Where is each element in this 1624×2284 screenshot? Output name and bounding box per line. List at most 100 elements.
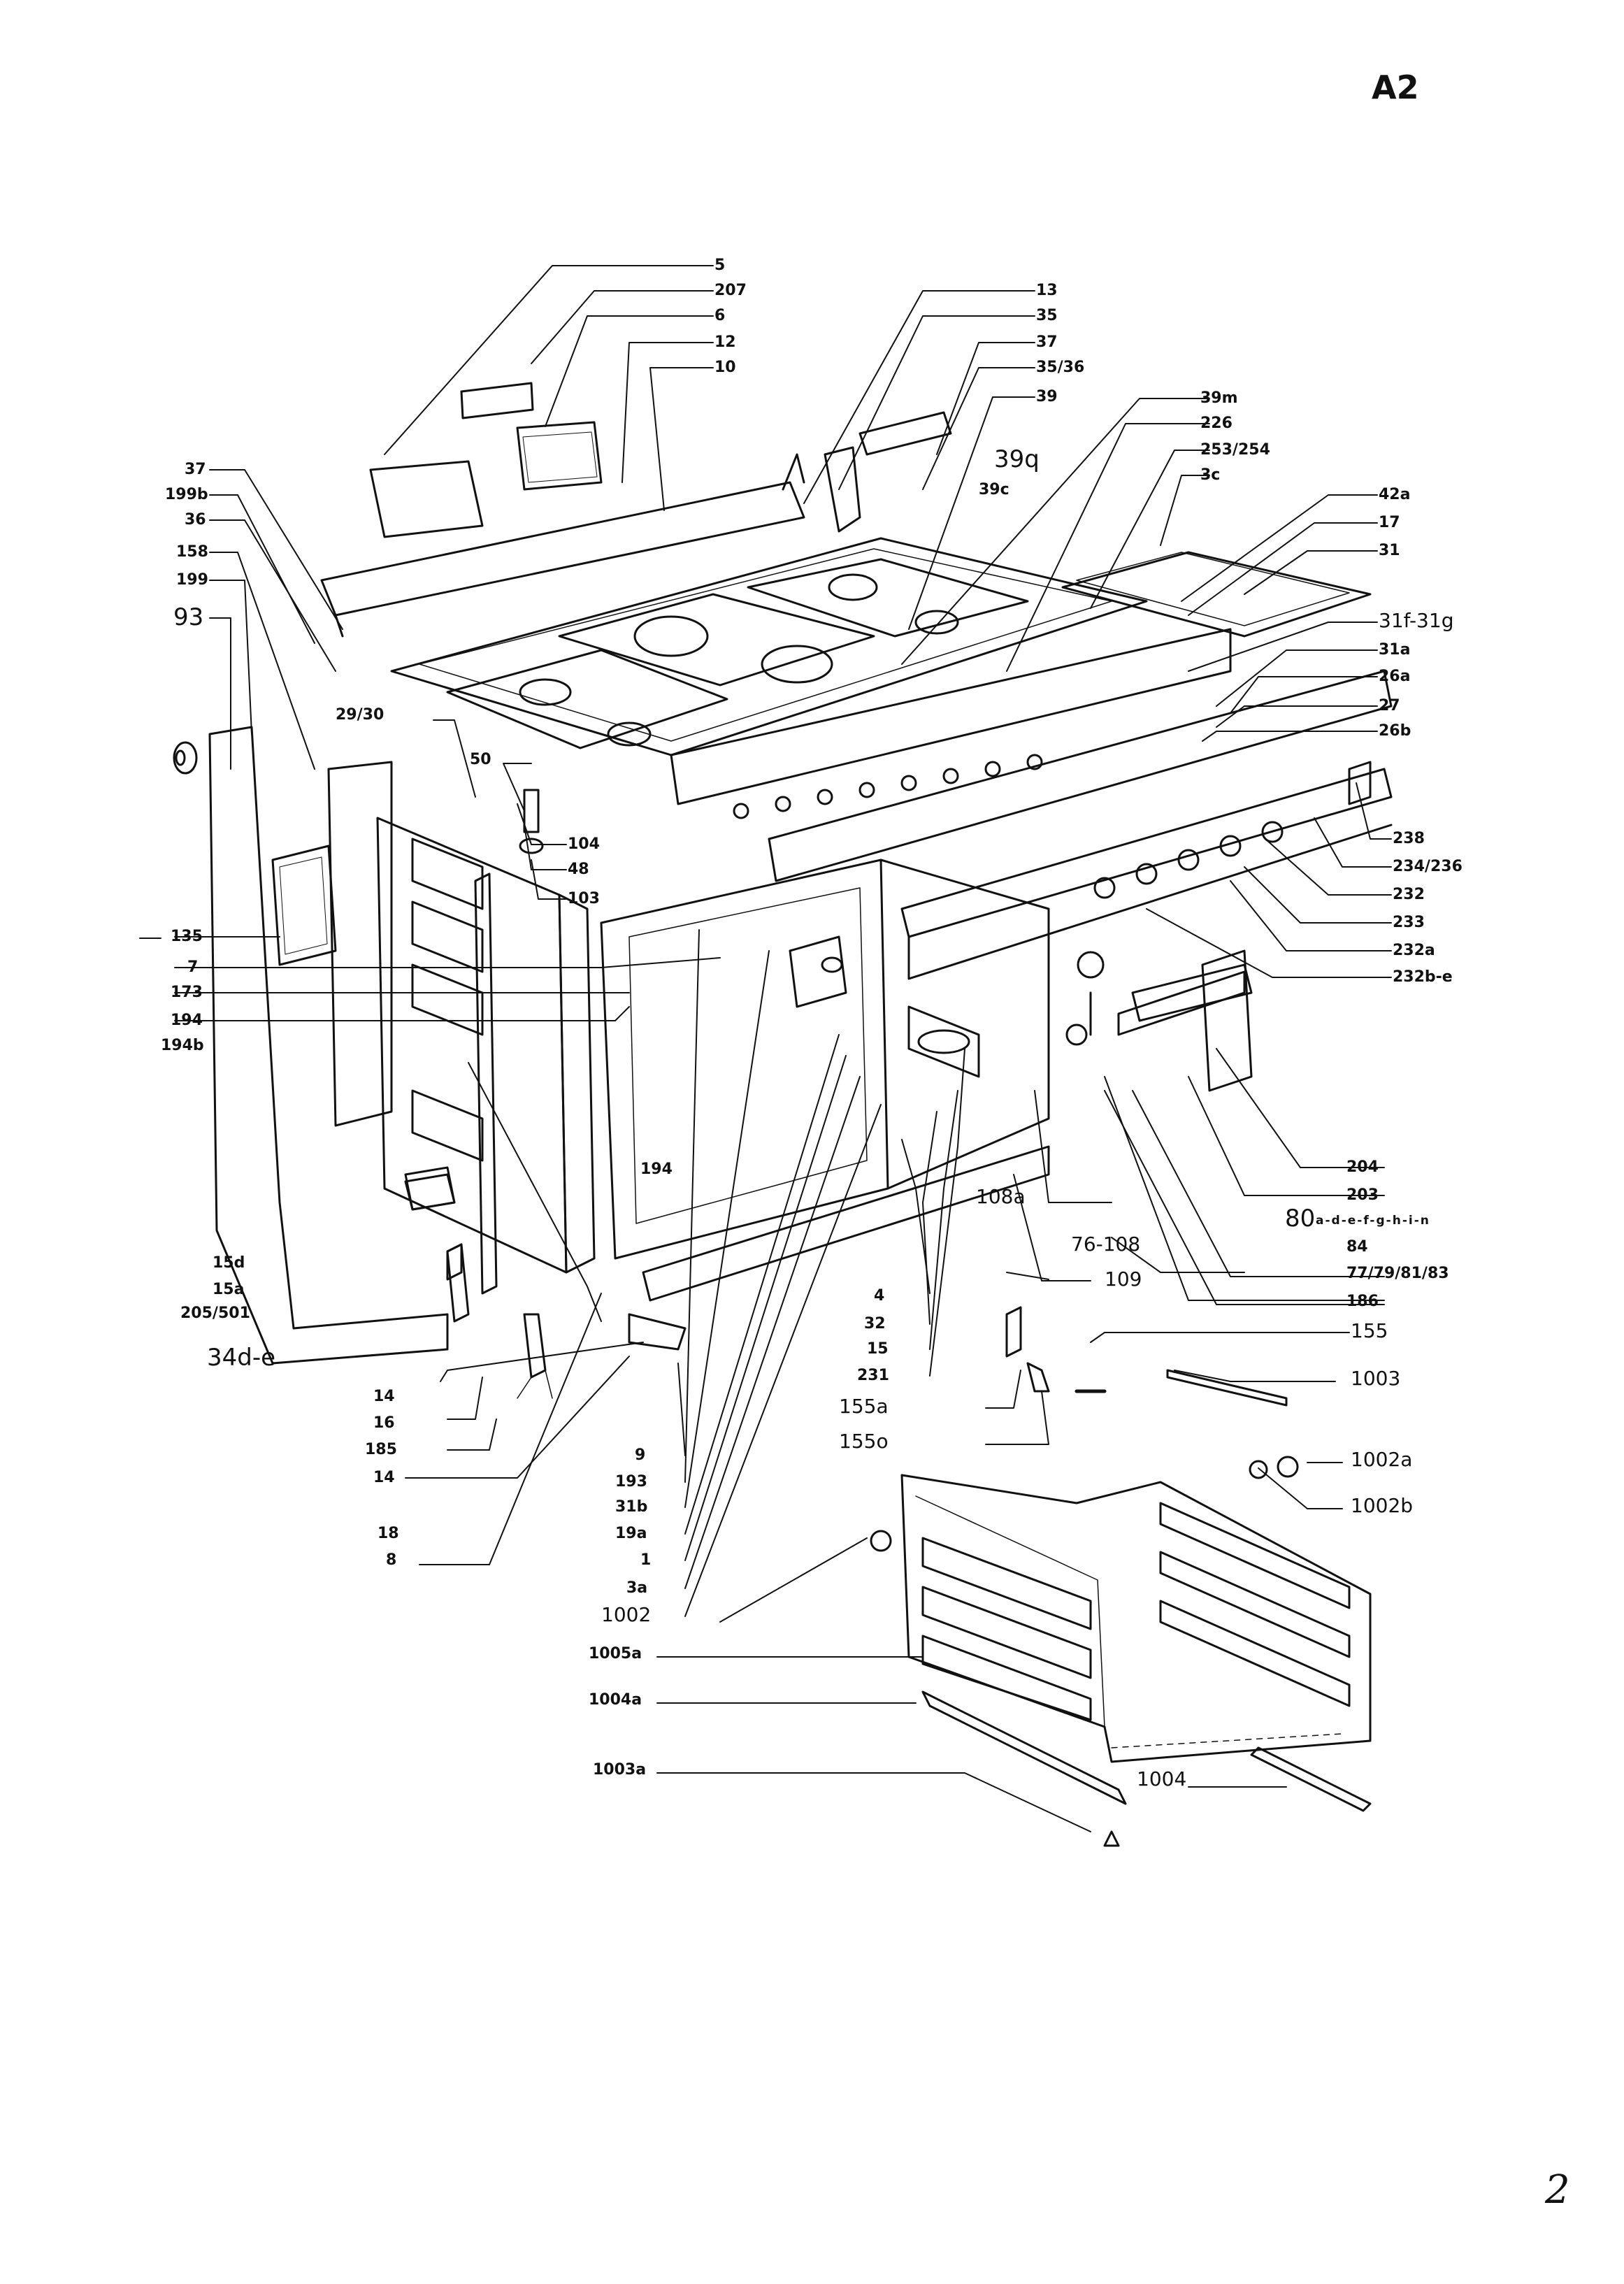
callout-76-108: 76-108 <box>1071 1233 1141 1256</box>
callout-31f-31g: 31f-31g <box>1379 609 1454 632</box>
callout-35-36: 35/36 <box>1036 359 1085 376</box>
callout-3a: 3a <box>626 1579 648 1597</box>
callout-233: 233 <box>1393 914 1425 931</box>
callout-232: 232 <box>1393 886 1425 903</box>
callout-84: 84 <box>1346 1238 1368 1256</box>
callout-18: 18 <box>378 1525 399 1542</box>
callout-234-236: 234/236 <box>1393 858 1463 875</box>
leader-lines <box>139 265 1392 1832</box>
callout-37-left: 37 <box>185 461 206 478</box>
callout-17: 17 <box>1379 514 1400 531</box>
callout-12: 12 <box>714 333 736 351</box>
callout-80-suffix: a-d-e-f-g-h-i-n <box>1316 1214 1430 1228</box>
callout-15: 15 <box>867 1340 889 1358</box>
callout-6: 6 <box>714 307 726 324</box>
callout-39c: 39c <box>979 481 1009 498</box>
callout-155a: 155a <box>839 1395 889 1418</box>
callout-37-right: 37 <box>1036 333 1058 351</box>
callout-226: 226 <box>1200 415 1233 432</box>
callout-1003: 1003 <box>1351 1367 1401 1390</box>
right-side-panel <box>1065 949 1253 1092</box>
callout-1002: 1002 <box>601 1603 652 1626</box>
callout-26a: 26a <box>1379 668 1411 685</box>
callout-48: 48 <box>568 861 589 878</box>
callout-42a: 42a <box>1379 486 1411 503</box>
callout-155: 155 <box>1351 1319 1388 1342</box>
control-panels <box>670 628 1393 980</box>
callout-231: 231 <box>857 1367 889 1384</box>
callout-35: 35 <box>1036 307 1058 324</box>
back-panels <box>320 382 952 638</box>
callout-1005a: 1005a <box>589 1645 642 1662</box>
callout-158: 158 <box>176 543 208 561</box>
callout-232b-e: 232b-e <box>1393 968 1453 986</box>
callout-27: 27 <box>1379 697 1400 714</box>
callout-205-501: 205/501 <box>180 1305 250 1322</box>
callout-14-b: 14 <box>373 1469 395 1486</box>
callout-103: 103 <box>568 890 600 907</box>
callout-1003a: 1003a <box>593 1761 647 1779</box>
callout-9: 9 <box>635 1446 646 1464</box>
callout-7: 7 <box>187 958 199 976</box>
callout-50: 50 <box>470 751 491 768</box>
callout-232a: 232a <box>1393 942 1435 959</box>
callout-31a: 31a <box>1379 641 1411 659</box>
callout-194-mid: 194 <box>640 1161 673 1178</box>
callout-29-30: 29/30 <box>336 706 385 724</box>
sheet-id: A2 <box>1372 69 1419 106</box>
callout-109: 109 <box>1105 1267 1142 1291</box>
callout-36: 36 <box>185 511 206 529</box>
callout-186: 186 <box>1346 1293 1379 1310</box>
loose-hardware <box>404 789 1299 1847</box>
callout-238: 238 <box>1393 830 1425 847</box>
callout-39: 39 <box>1036 388 1058 405</box>
callout-108a: 108a <box>976 1185 1026 1208</box>
callout-185: 185 <box>365 1441 397 1458</box>
callout-1: 1 <box>640 1551 652 1569</box>
callout-194b: 194b <box>161 1037 204 1054</box>
callout-173: 173 <box>171 984 203 1001</box>
callout-15a: 15a <box>213 1281 245 1298</box>
callout-39q: 39q <box>994 445 1040 473</box>
callout-19a: 19a <box>615 1525 647 1542</box>
callout-34d-e: 34d-e <box>207 1344 276 1372</box>
callout-5: 5 <box>714 257 726 274</box>
callout-10: 10 <box>714 359 736 376</box>
callout-4: 4 <box>874 1287 885 1305</box>
callout-199b: 199b <box>165 486 208 503</box>
callout-93: 93 <box>173 603 204 631</box>
callout-77-79-81-83: 77/79/81/83 <box>1346 1265 1449 1282</box>
drawer <box>900 1474 1372 1812</box>
callout-194: 194 <box>171 1012 203 1029</box>
callout-16: 16 <box>373 1414 395 1432</box>
callout-15d: 15d <box>213 1254 245 1272</box>
oven-cavity <box>600 859 1050 1351</box>
callout-14-a: 14 <box>373 1388 395 1405</box>
callout-32: 32 <box>864 1315 886 1333</box>
callout-135: 135 <box>171 928 203 945</box>
page-number: 2 <box>1545 2167 1570 2213</box>
callout-39m: 39m <box>1200 389 1238 407</box>
callout-26b: 26b <box>1379 722 1411 740</box>
callout-13: 13 <box>1036 282 1058 299</box>
callout-203: 203 <box>1346 1186 1379 1204</box>
callout-199: 199 <box>176 571 208 589</box>
callout-31: 31 <box>1379 542 1400 559</box>
callout-1002a: 1002a <box>1351 1448 1413 1471</box>
callout-8: 8 <box>386 1551 397 1569</box>
callout-1004: 1004 <box>1137 1767 1187 1790</box>
callout-253-254: 253/254 <box>1200 441 1270 459</box>
callout-155o: 155o <box>839 1430 889 1453</box>
cooktop <box>390 537 1372 756</box>
callout-1002b: 1002b <box>1351 1494 1414 1517</box>
callout-207: 207 <box>714 282 747 299</box>
callout-3c: 3c <box>1200 466 1221 484</box>
callout-104: 104 <box>568 835 600 853</box>
callout-193: 193 <box>615 1473 647 1491</box>
callout-1004a: 1004a <box>589 1691 642 1709</box>
callout-80: 80 <box>1285 1205 1316 1233</box>
left-side-panel <box>173 726 596 1399</box>
callout-31b: 31b <box>615 1498 648 1516</box>
